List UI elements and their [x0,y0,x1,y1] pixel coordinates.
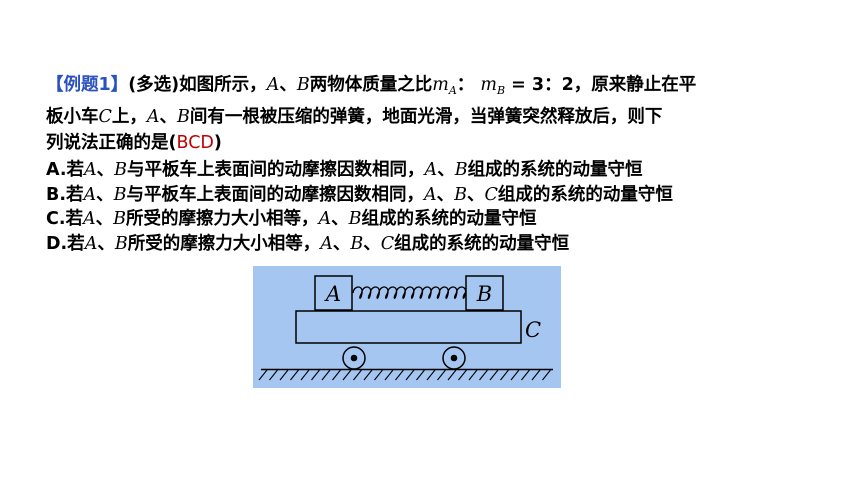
question-line-2: 板小车C上，A、B间有一根被压缩的弹簧，地面光滑，当弹簧突然释放后，则下 [46,107,663,127]
question-stem: 【例题1】(多选)如图所示，A、B两物体质量之比mA： mB = 3：2，原来静… [46,72,826,156]
option-b: B.若A、B与平板车上表面间的动摩擦因数相同，A、B、C组成的系统的动量守恒 [46,184,673,205]
block-b-label: B [476,282,492,306]
option-d: D.若A、B所受的摩擦力大小相等，A、B、C组成的系统的动量守恒 [46,233,570,254]
options-list: A.若A、B与平板车上表面间的动摩擦因数相同，A、B组成的系统的动量守恒 B.若… [46,158,673,256]
option-c: C.若A、B所受的摩擦力大小相等，A、B组成的系统的动量守恒 [46,209,537,229]
wheel-left [342,346,366,370]
example-label: 【例题1】 [46,75,129,95]
option-a: A.若A、B与平板车上表面间的动摩擦因数相同，A、B组成的系统的动量守恒 [46,160,643,180]
mass-ratio: mA： mB = 3：2 [432,75,574,97]
figure-svg: A B C [258,275,553,381]
ground-hatching [258,369,551,381]
wheel-right [442,346,466,370]
cart-spring-figure: A B C [253,266,561,388]
cart-label: C [525,318,541,342]
question-line-3: 列说法正确的是(BCD) [46,133,222,153]
block-a-label: A [324,282,341,306]
answer-text: BCD [176,133,214,153]
cart-body [295,310,522,344]
block-a [314,275,353,311]
question-line-1: 【例题1】(多选)如图所示，A、B两物体质量之比mA： mB = 3：2，原来静… [46,75,697,97]
spring [352,286,467,299]
